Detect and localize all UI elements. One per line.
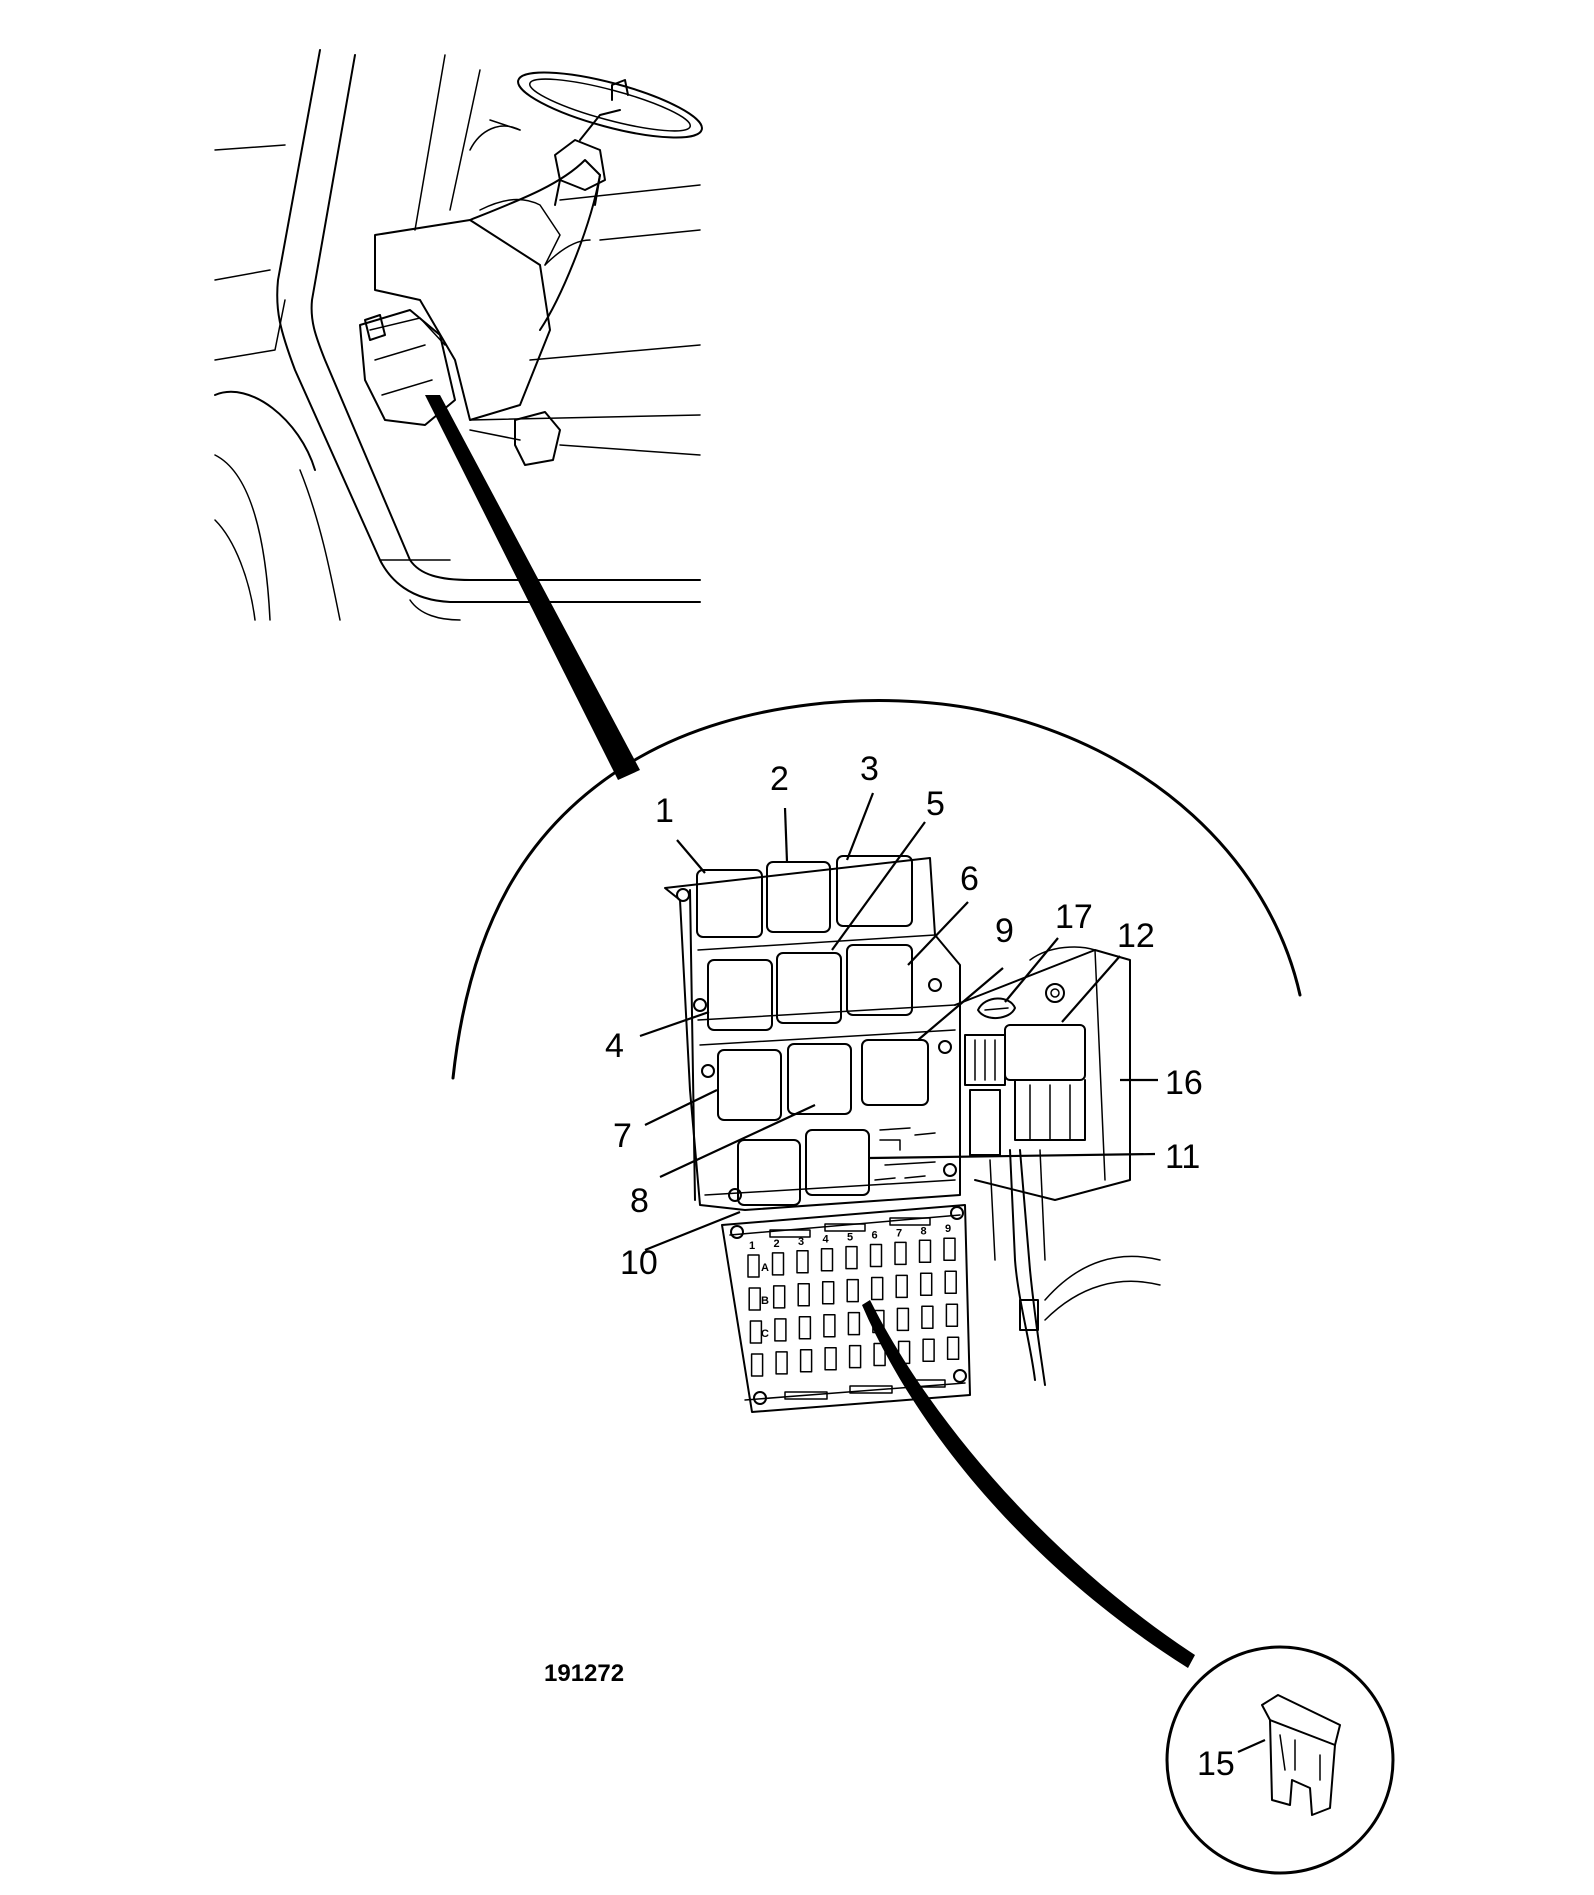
detail-leader-upper [425, 395, 640, 780]
callout-2: 2 [770, 760, 789, 798]
fuse-slot [895, 1274, 908, 1299]
fuse-slot [873, 1342, 886, 1367]
fuse-slot [848, 1344, 862, 1369]
fuse-column-number: 4 [823, 1234, 830, 1246]
callout-7: 7 [613, 1117, 632, 1155]
relay-3 [836, 855, 913, 927]
fuse-slot [943, 1237, 956, 1261]
fuse-column-number: 5 [847, 1232, 853, 1244]
detail-circle-arc [451, 699, 1302, 1080]
relay-2 [766, 861, 831, 933]
fuse-slot [846, 1278, 859, 1303]
fuse-slot [797, 1283, 810, 1307]
callout-3: 3 [860, 750, 879, 788]
fuse-slot [771, 1252, 785, 1276]
fuse-slot [775, 1351, 788, 1375]
fuse-row-letter: B [761, 1295, 769, 1307]
callout-8: 8 [630, 1182, 649, 1220]
callout-leaders [639, 792, 1266, 1754]
relay-4 [707, 959, 773, 1031]
fuse-slot [922, 1338, 935, 1363]
fuse-grid [747, 1237, 960, 1377]
callout-9: 9 [995, 912, 1014, 950]
fuse-slot [820, 1247, 834, 1272]
fuse-slot [772, 1285, 786, 1309]
fuse-column-number: 6 [872, 1230, 878, 1242]
fuse-slot [799, 1349, 813, 1373]
relay-11 [805, 1129, 870, 1196]
relay-12 [1004, 983, 1086, 1141]
fuse-slot [896, 1307, 910, 1332]
fuse-slot [824, 1346, 837, 1371]
fuse-slot [894, 1241, 907, 1266]
fuse-slot [919, 1272, 933, 1297]
fuse-column-number: 1 [749, 1240, 755, 1252]
fuse-slot [869, 1243, 883, 1268]
fuse-slot [748, 1287, 761, 1311]
relay-1 [696, 869, 763, 938]
side-bracket [954, 946, 1131, 1201]
fuse-row-letter: A [761, 1262, 769, 1274]
figure-reference-number: 191272 [544, 1660, 624, 1687]
connector-block [964, 1034, 1006, 1156]
fuse-slot [798, 1316, 812, 1340]
callout-11: 11 [1165, 1138, 1200, 1176]
fuse-slot [946, 1336, 960, 1360]
fuse-slot [823, 1313, 836, 1338]
fuse-column-number: 9 [945, 1223, 951, 1235]
callout-10: 10 [620, 1244, 658, 1282]
relay-5 [776, 952, 842, 1024]
fuse-slot [821, 1280, 835, 1305]
fuse-slot [847, 1311, 861, 1336]
fuse-slot [750, 1353, 764, 1377]
fuse-slot [796, 1250, 809, 1274]
fuse-column-number: 2 [774, 1238, 780, 1250]
callout-1: 1 [655, 792, 674, 830]
fuse-column-labels: 1 2 3 4 5 6 7 8 9 [749, 1223, 951, 1252]
callout-6: 6 [960, 860, 979, 898]
callout-12: 12 [1117, 917, 1155, 955]
relay-7 [717, 1049, 782, 1121]
relay-9 [861, 1039, 929, 1106]
relay-8 [787, 1043, 852, 1115]
callout-labels: 1 2 3 4 5 6 7 8 9 10 11 12 15 16 17 [605, 750, 1235, 1783]
fuse-row-letter: C [761, 1328, 769, 1340]
fuse-slot [945, 1303, 959, 1327]
wiring-harness [989, 1149, 1161, 1386]
fuse-slot [944, 1270, 957, 1294]
callout-17: 17 [1055, 898, 1093, 936]
fuse-slot [774, 1318, 787, 1342]
cab-interior-illustration [214, 49, 703, 621]
relay-10 [737, 1139, 801, 1206]
fuse-slot [845, 1245, 858, 1270]
callout-5: 5 [926, 785, 945, 823]
callout-16: 16 [1165, 1064, 1203, 1102]
callout-15: 15 [1197, 1745, 1235, 1783]
fuse-slot [749, 1320, 763, 1344]
fuse-detail-circle [1165, 1645, 1395, 1875]
callout-4: 4 [605, 1027, 624, 1065]
fuse-row-labels: A B C [761, 1262, 769, 1340]
relay-6 [846, 944, 913, 1016]
relay-board [664, 855, 961, 1211]
fuse-slot [747, 1254, 760, 1278]
fuse-column-number: 3 [798, 1236, 804, 1248]
fuse-column-number: 7 [896, 1227, 902, 1239]
fuse-slot [870, 1276, 884, 1301]
fuse-column-number: 8 [921, 1225, 927, 1237]
fuse-slot [921, 1305, 934, 1330]
fuse-slot [918, 1239, 932, 1264]
fuse-panel: 1 2 3 4 5 6 7 8 9 A B C [721, 1204, 971, 1413]
detail-leader-lower [862, 1300, 1195, 1668]
diode-17 [977, 997, 1016, 1019]
